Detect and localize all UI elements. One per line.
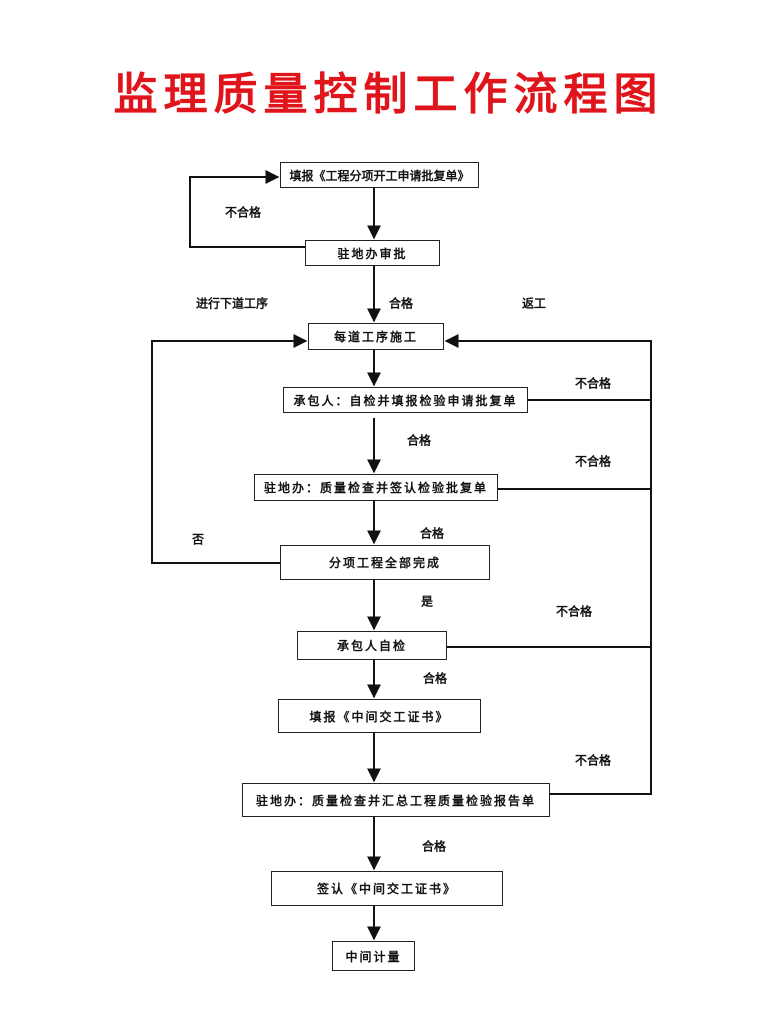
label-pass: 合格 bbox=[421, 839, 447, 854]
box-site-office-quality-report: 驻地办：质量检查并汇总工程质量检验报告单 bbox=[242, 783, 550, 817]
box-sign-interim-certificate: 签认《中间交工证书》 bbox=[271, 871, 503, 906]
label-fail: 不合格 bbox=[224, 205, 262, 220]
box-interim-measurement: 中间计量 bbox=[332, 941, 415, 971]
label-fail: 不合格 bbox=[574, 753, 612, 768]
loop-next-process bbox=[151, 334, 308, 564]
loop-reject-application bbox=[189, 170, 305, 248]
label-no: 否 bbox=[191, 532, 205, 547]
box-site-office-approval: 驻地办审批 bbox=[305, 240, 440, 266]
label-yes: 是 bbox=[420, 594, 434, 609]
loop-rework bbox=[444, 334, 652, 795]
box-site-office-sign-inspection: 驻地办：质量检查并签认检验批复单 bbox=[254, 474, 498, 501]
label-fail: 不合格 bbox=[555, 604, 593, 619]
label-pass: 合格 bbox=[422, 671, 448, 686]
box-subproject-complete: 分项工程全部完成 bbox=[280, 545, 490, 580]
label-next-process: 进行下道工序 bbox=[195, 296, 269, 311]
label-fail: 不合格 bbox=[574, 376, 612, 391]
label-rework: 返工 bbox=[521, 296, 547, 311]
box-fill-interim-certificate: 填报《中间交工证书》 bbox=[278, 699, 481, 733]
box-fill-start-application: 填报《工程分项开工申请批复单》 bbox=[280, 162, 479, 188]
box-contractor-self-check: 承包人自检 bbox=[297, 631, 447, 660]
label-pass: 合格 bbox=[406, 433, 432, 448]
box-process-construction: 每道工序施工 bbox=[308, 323, 444, 350]
label-pass: 合格 bbox=[419, 526, 445, 541]
label-fail: 不合格 bbox=[574, 454, 612, 469]
label-pass: 合格 bbox=[388, 296, 414, 311]
page-title: 监理质量控制工作流程图 bbox=[113, 69, 664, 120]
box-contractor-self-check-application: 承包人：自检并填报检验申请批复单 bbox=[283, 387, 528, 413]
